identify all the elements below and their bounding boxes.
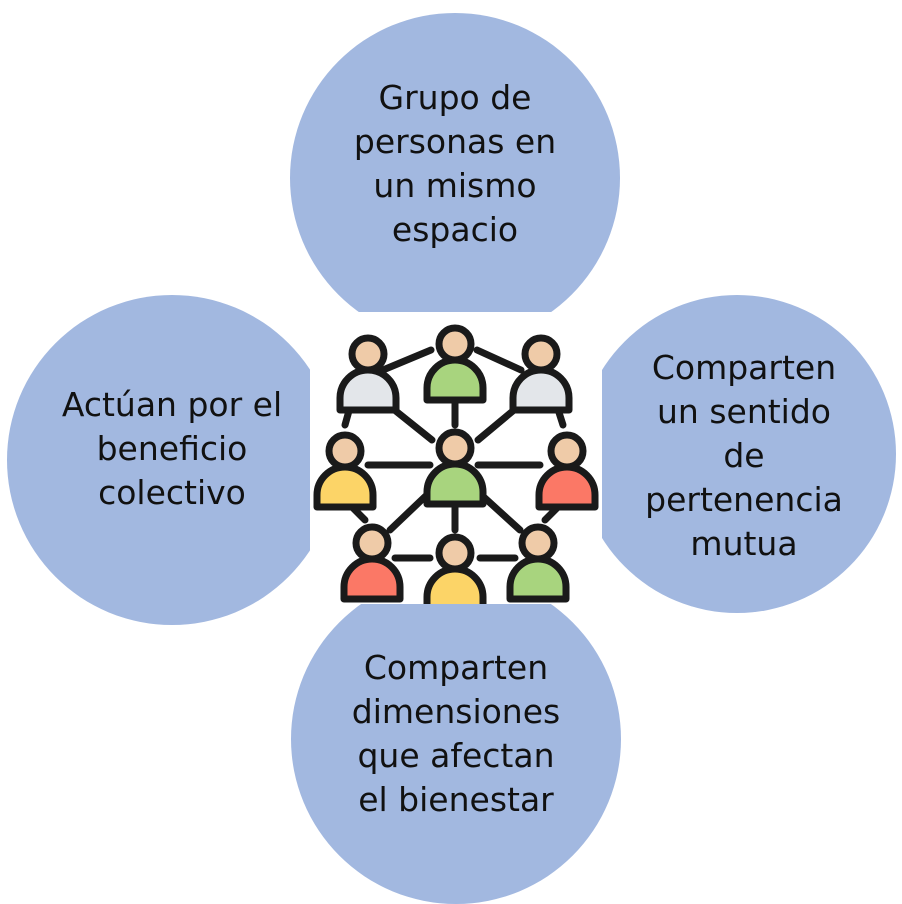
node-right-label: Comparten un sentido de pertenencia mutu… — [645, 348, 843, 563]
person-bottom-center-icon — [423, 533, 487, 604]
person-top-center-icon — [423, 324, 487, 404]
node-right-circle: Comparten un sentido de pertenencia mutu… — [578, 295, 896, 613]
person-middle-left-icon — [313, 431, 377, 511]
node-bottom-label: Comparten dimensiones que afectan el bie… — [351, 648, 561, 819]
person-bottom-left-icon — [340, 523, 404, 603]
person-center-icon — [423, 428, 487, 508]
node-top-circle: Grupo de personas en un mismo espacio — [290, 13, 620, 343]
node-top-label: Grupo de personas en un mismo espacio — [353, 78, 557, 249]
person-middle-right-icon — [535, 431, 599, 511]
people-group — [313, 324, 599, 604]
person-top-right-icon — [509, 334, 573, 414]
person-top-left-icon — [336, 334, 400, 414]
person-bottom-right-icon — [506, 523, 570, 603]
node-left-circle: Actúan por el beneficio colectivo — [7, 295, 337, 625]
node-left-label: Actúan por el beneficio colectivo — [61, 385, 283, 512]
people-network-icon — [310, 312, 602, 604]
node-bottom-circle: Comparten dimensiones que afectan el bie… — [291, 574, 621, 904]
